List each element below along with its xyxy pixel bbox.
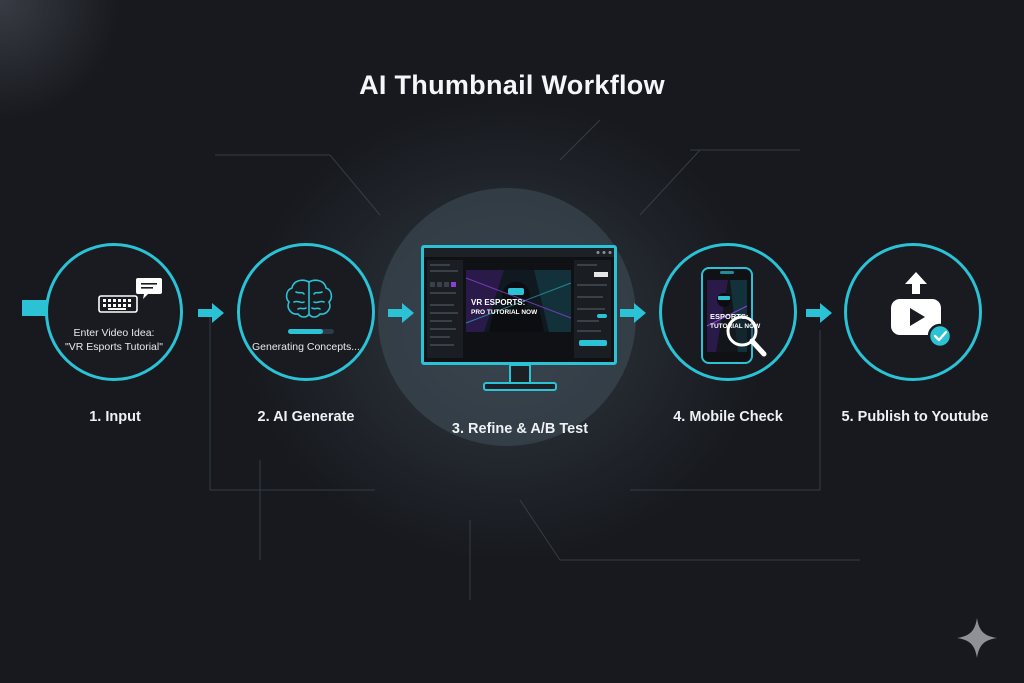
mobile-thumbnail-text-line2: TUTORIAL NOW [710, 323, 761, 330]
thumbnail-text-line1: VR ESPORTS: [471, 298, 526, 307]
step-1-caption-line2: "VR Esports Tutorial" [65, 341, 163, 353]
arrow-right-icon [198, 303, 224, 323]
monitor-editor-icon [424, 248, 614, 358]
sparkle-icon [957, 618, 997, 658]
step-3-label: 3. Refine & A/B Test [451, 421, 589, 437]
mobile-thumbnail-text-line1: ESPORTS: [710, 312, 749, 321]
step-4-node[interactable]: ESPORTS: TUTORIAL NOW [659, 243, 797, 381]
step-2-caption: Generating Concepts... [252, 341, 360, 353]
step-1-node[interactable]: Enter Video Idea: "VR Esports Tutorial" [45, 243, 183, 381]
youtube-upload-icon [891, 272, 953, 349]
step-2-node[interactable]: Generating Concepts... [237, 243, 375, 381]
step-1-label: 1. Input [89, 409, 141, 425]
step-1-caption-line1: Enter Video Idea: [73, 327, 155, 339]
step-5-label: 5. Publish to Youtube [841, 409, 989, 425]
step-2-label: 2. AI Generate [257, 409, 355, 425]
step-4-label: 4. Mobile Check [673, 409, 783, 425]
phone-magnifier-icon [701, 267, 767, 364]
step-5-node[interactable] [844, 243, 982, 381]
monitor-stand-icon [483, 365, 557, 391]
progress-fill [288, 329, 323, 334]
arrow-right-icon [620, 303, 646, 323]
arrow-right-icon [806, 303, 832, 323]
keyboard-icon [98, 278, 162, 313]
step-3-monitor[interactable]: VR ESPORTS: PRO TUTORIAL NOW [421, 245, 617, 365]
brain-icon [285, 279, 333, 318]
generation-progress-bar [288, 329, 334, 334]
arrow-right-icon [388, 303, 414, 323]
thumbnail-text-line2: PRO TUTORIAL NOW [471, 309, 538, 316]
page-title: AI Thumbnail Workflow [359, 70, 665, 100]
